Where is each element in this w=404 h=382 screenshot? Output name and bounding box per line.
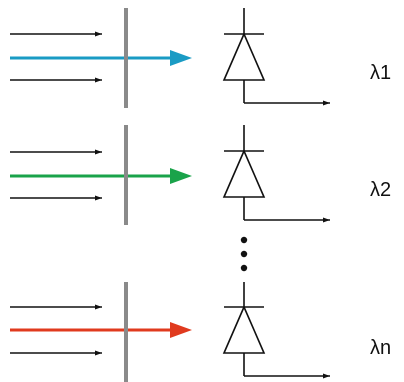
beam-arrowhead-1: [170, 50, 192, 66]
vertical-ellipsis-icon: [240, 236, 248, 272]
wavelength-label-1: λ1: [370, 62, 391, 84]
photodiode-icon: [222, 8, 330, 106]
channel-1: λ1: [10, 8, 391, 108]
photodiode-icon: [222, 125, 330, 223]
photodiode-icon: [222, 282, 330, 379]
wavelength-label-n: λn: [370, 337, 391, 359]
filter-plate-2: [124, 125, 128, 225]
channel-n: λn: [10, 282, 391, 382]
wavelength-label-2: λ2: [370, 179, 391, 201]
filter-plate-n: [124, 282, 128, 382]
filter-plate-1: [124, 8, 128, 108]
channel-2: λ2: [10, 125, 391, 225]
beam-arrowhead-2: [170, 168, 192, 184]
beam-arrowhead-n: [170, 322, 192, 338]
